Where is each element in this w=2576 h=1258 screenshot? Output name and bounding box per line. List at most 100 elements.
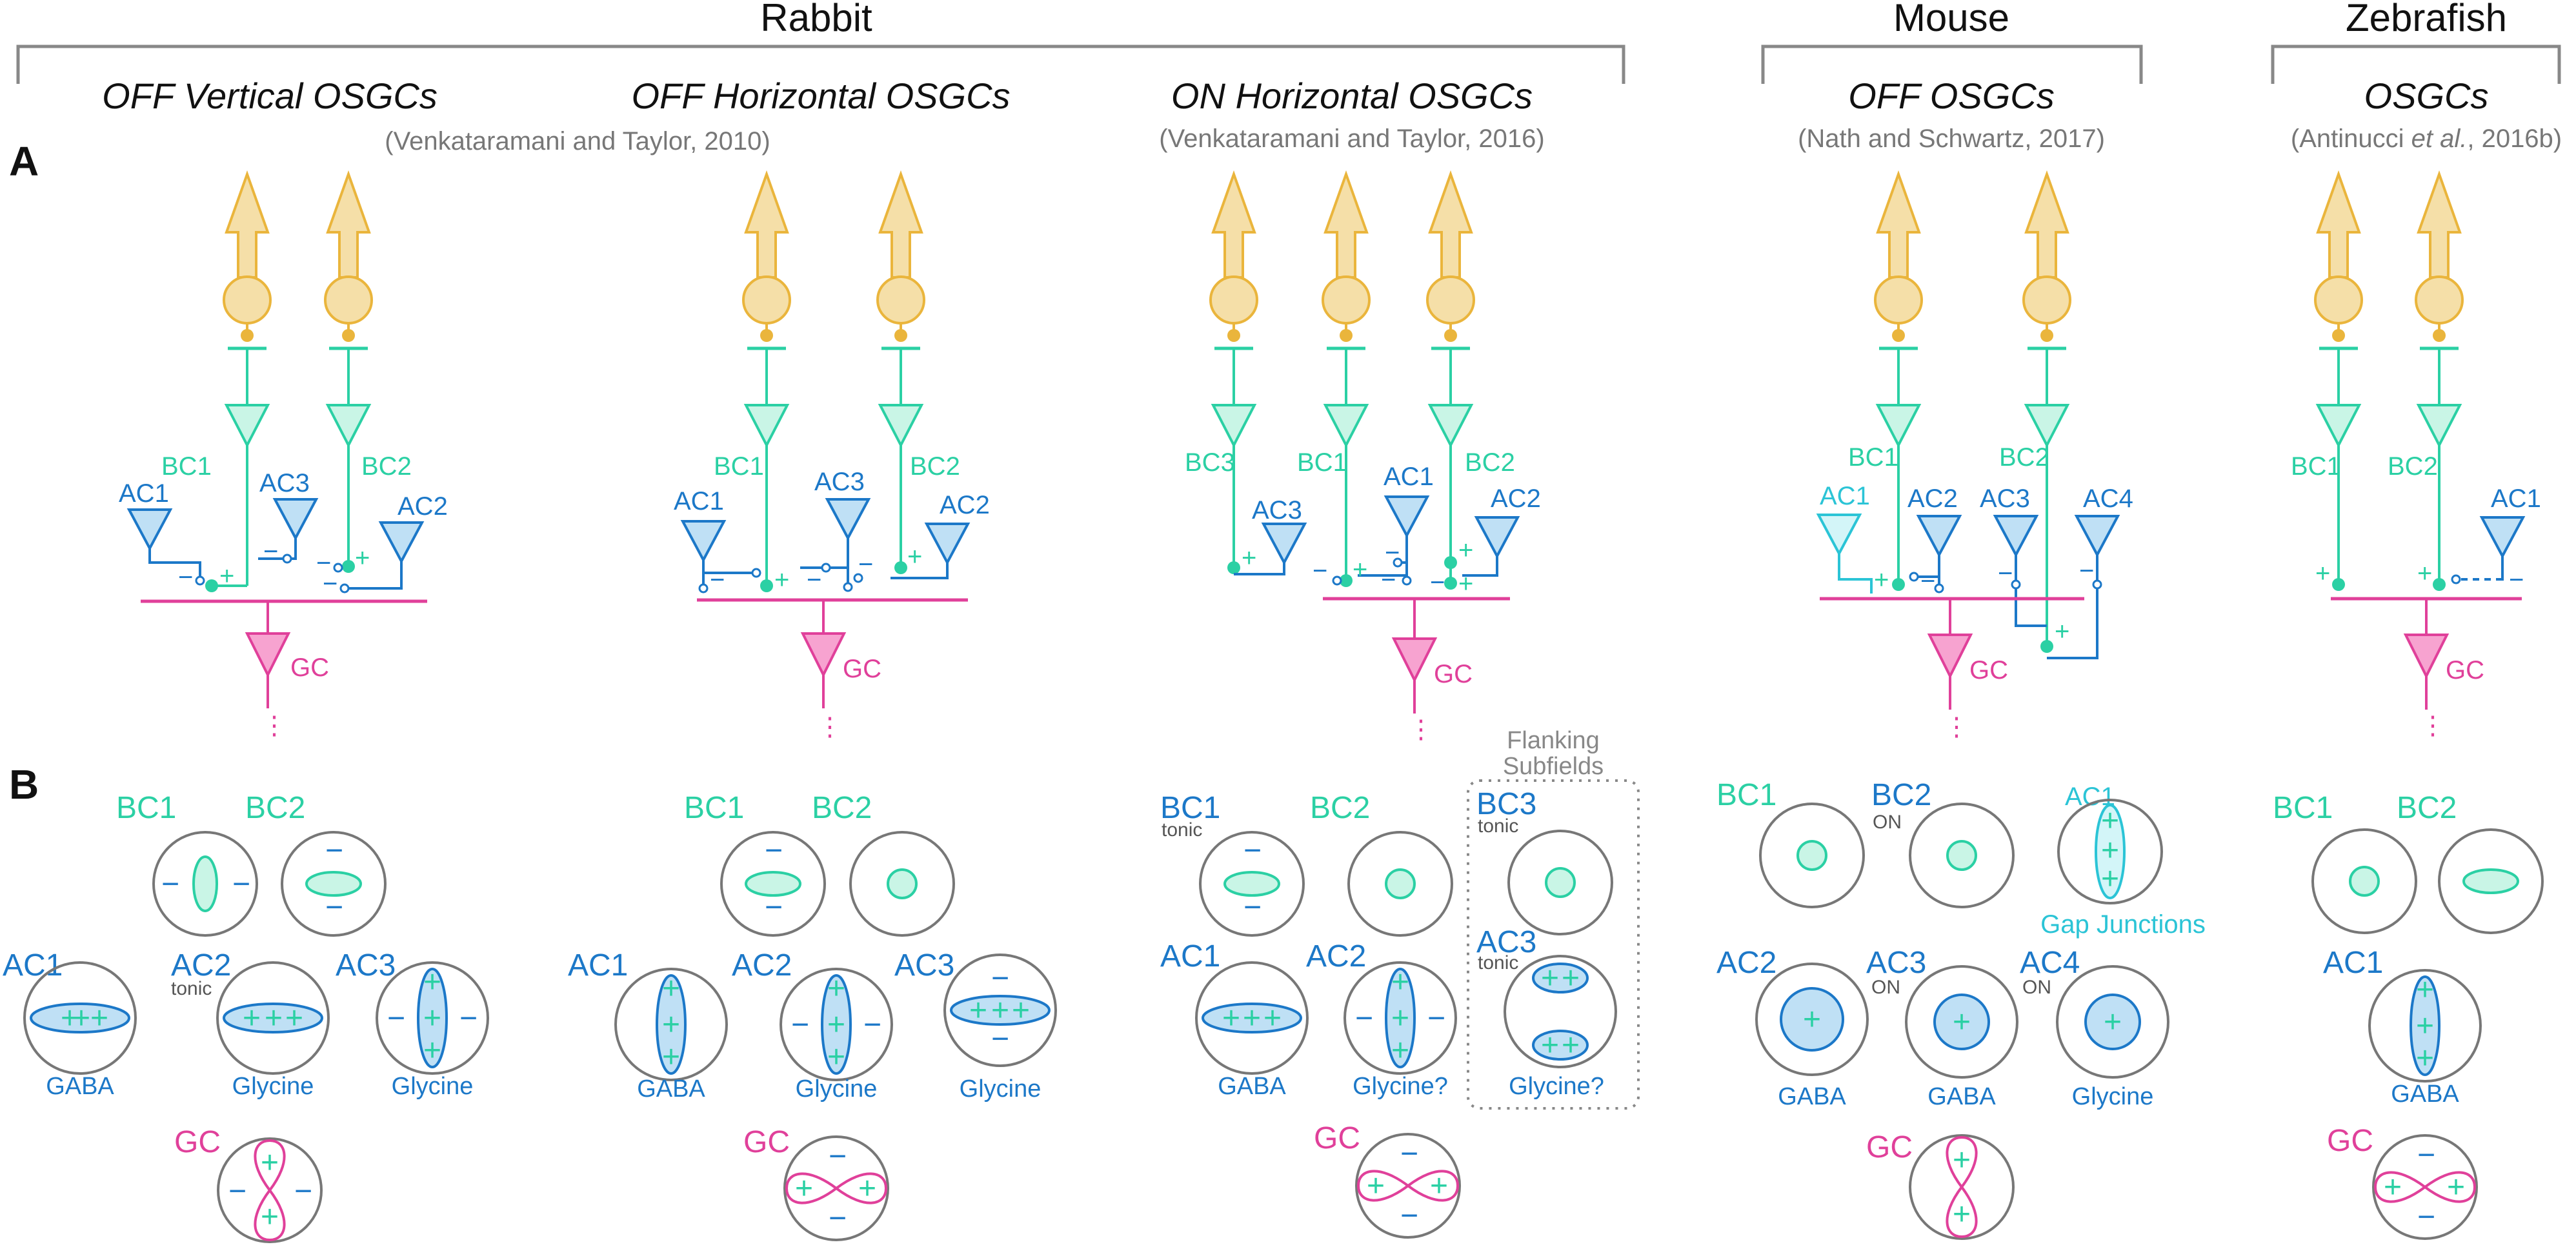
sign-minus: − [316, 549, 331, 577]
sign-plus: + [907, 543, 922, 571]
rf-label-bc2: BC2 [1310, 791, 1370, 825]
svg-text:−: − [829, 1139, 847, 1173]
rf-label-ac3: AC3 [1866, 946, 1926, 980]
svg-text:−: − [765, 834, 783, 868]
ganglion-cell [2404, 634, 2448, 711]
panel-letter-b: B [9, 761, 39, 808]
svg-text:−: − [325, 834, 343, 868]
panel-title-off-vertical: OFF Vertical OSGCs [102, 75, 438, 116]
svg-text:+: + [1367, 1169, 1385, 1203]
svg-text:+: + [1243, 1001, 1261, 1035]
rf-label-ac2: AC2 [732, 948, 792, 983]
svg-text:+: + [1391, 965, 1409, 999]
ganglion-cell [1928, 634, 1972, 711]
sign-minus: − [1385, 539, 1400, 567]
label-ac3: AC3 [814, 468, 865, 496]
photoreceptor [1874, 173, 1923, 343]
rf-tonic: tonic [1478, 952, 1518, 973]
axon-continuation: ⋮ [1408, 715, 1434, 744]
ganglion-cell [1393, 637, 1436, 715]
svg-text:+: + [243, 1001, 261, 1035]
rf-ac2: +++ −− [1343, 961, 1457, 1075]
label-bc3: BC3 [1185, 448, 1235, 477]
svg-text:+: + [969, 993, 987, 1028]
photoreceptor [1209, 173, 1258, 343]
svg-text:+: + [2416, 1041, 2434, 1075]
species-mouse: Mouse [1761, 0, 2143, 84]
svg-text:+: + [991, 993, 1009, 1028]
synapse-dot [342, 560, 355, 573]
rf-bc1: −− [1199, 831, 1305, 937]
rf-on: ON [1871, 977, 1900, 998]
rf-type-glycine: Glycine [2072, 1083, 2154, 1110]
amacrine-cell-ac3 [1262, 523, 1306, 564]
label-ac2: AC2 [1491, 484, 1541, 513]
bipolar-cell-bc2 [2026, 348, 2068, 445]
rf-label-ac1: AC1 [3, 948, 63, 983]
label-ac1: AC1 [1820, 482, 1870, 510]
sign-minus: − [858, 550, 873, 579]
rf-label-gc: GC [174, 1125, 221, 1159]
species-zebrafish: Zebrafish [2271, 0, 2561, 84]
ganglion-cell [801, 632, 845, 710]
rf-tonic: tonic [171, 978, 212, 999]
svg-text:−: − [765, 890, 783, 924]
rf-label-bc1: BC1 [116, 791, 176, 825]
rf-label-bc1: BC1 [1160, 791, 1220, 825]
bipolar-cell-bc1 [746, 348, 787, 445]
svg-text:+: + [827, 1008, 845, 1042]
rf-label-ac4: AC4 [2020, 946, 2080, 980]
citation-antinucci: (Antinucci et al., 2016b) [2291, 125, 2562, 153]
svg-text:−: − [1400, 1137, 1418, 1171]
citation-venkataramani-2016: (Venkataramani and Taylor, 2016) [1159, 125, 1544, 153]
bipolar-cell-bc1 [2318, 348, 2359, 445]
svg-text:+: + [858, 1172, 876, 1206]
label-ac3: AC3 [1252, 496, 1302, 524]
rf-type-gaba: GABA [637, 1075, 705, 1103]
svg-text:+: + [1953, 1143, 1971, 1177]
rf-ac2: + [1755, 963, 1869, 1076]
label-bc1: BC1 [2291, 452, 2341, 481]
ganglion-cell [246, 632, 290, 710]
rf-type-glycine: Glycine [392, 1073, 474, 1100]
label-gc: GC [2446, 656, 2484, 684]
rf-label-ac3: AC3 [1476, 925, 1536, 959]
rf-set-rabbit-on-horizontal: BC1 tonic BC2 −− AC1 AC2 +++ GABA +++ −−… [1160, 727, 1640, 1239]
sign-plus: + [1458, 570, 1473, 598]
panel-title-osgcs: OSGCs [2364, 75, 2489, 116]
species-label-zebrafish: Zebrafish [2346, 0, 2507, 39]
svg-text:+: + [1391, 1033, 1409, 1068]
rf-tonic: tonic [1162, 819, 1202, 841]
svg-text:+: + [827, 1040, 845, 1074]
rf-label-bc2: BC2 [1871, 778, 1931, 812]
svg-text:+: + [2104, 1005, 2122, 1039]
rf-bc2 [2438, 828, 2544, 934]
rf-ac3: + [1905, 965, 2018, 1079]
rf-type-glycine-q: Glycine? [1509, 1073, 1604, 1100]
label-bc2: BC2 [361, 452, 412, 481]
rf-label-ac2: AC2 [1716, 946, 1776, 980]
rf-type-glycine-q: Glycine? [1353, 1073, 1448, 1100]
svg-text:−: − [161, 867, 179, 901]
svg-text:−: − [991, 961, 1009, 995]
rf-bc1: −− [720, 831, 826, 937]
svg-text:+: + [1222, 1001, 1240, 1035]
label-ac3: AC3 [259, 469, 310, 497]
citation-nath-schwartz: (Nath and Schwartz, 2017) [1798, 125, 2105, 153]
svg-text:+: + [1803, 1003, 1821, 1037]
svg-text:+: + [261, 1146, 279, 1180]
panel-title-off-horizontal: OFF Horizontal OSGCs [631, 75, 1010, 116]
sign-minus: − [178, 563, 193, 592]
rf-type-gaba: GABA [1218, 1073, 1286, 1100]
rf-type-glycine: Glycine [796, 1075, 878, 1103]
citation-venkataramani-2010: (Venkataramani and Taylor, 2010) [385, 127, 770, 155]
svg-text:−: − [2417, 1138, 2435, 1172]
synapse-dot [894, 561, 907, 574]
rf-set-mouse-off: BC1 BC2 ON AC1 +++ Gap Junctions AC2 AC3… [1716, 778, 2206, 1240]
svg-text:+: + [423, 1001, 441, 1035]
rf-label-gc: GC [1314, 1121, 1360, 1155]
svg-text:+: + [1562, 1028, 1580, 1063]
rf-set-rabbit-off-vertical: BC1 BC2 −− −− AC1 AC2 tonic AC3 +++ GABA… [3, 791, 489, 1243]
svg-text:+: + [662, 972, 680, 1006]
sign-minus: − [323, 570, 337, 598]
